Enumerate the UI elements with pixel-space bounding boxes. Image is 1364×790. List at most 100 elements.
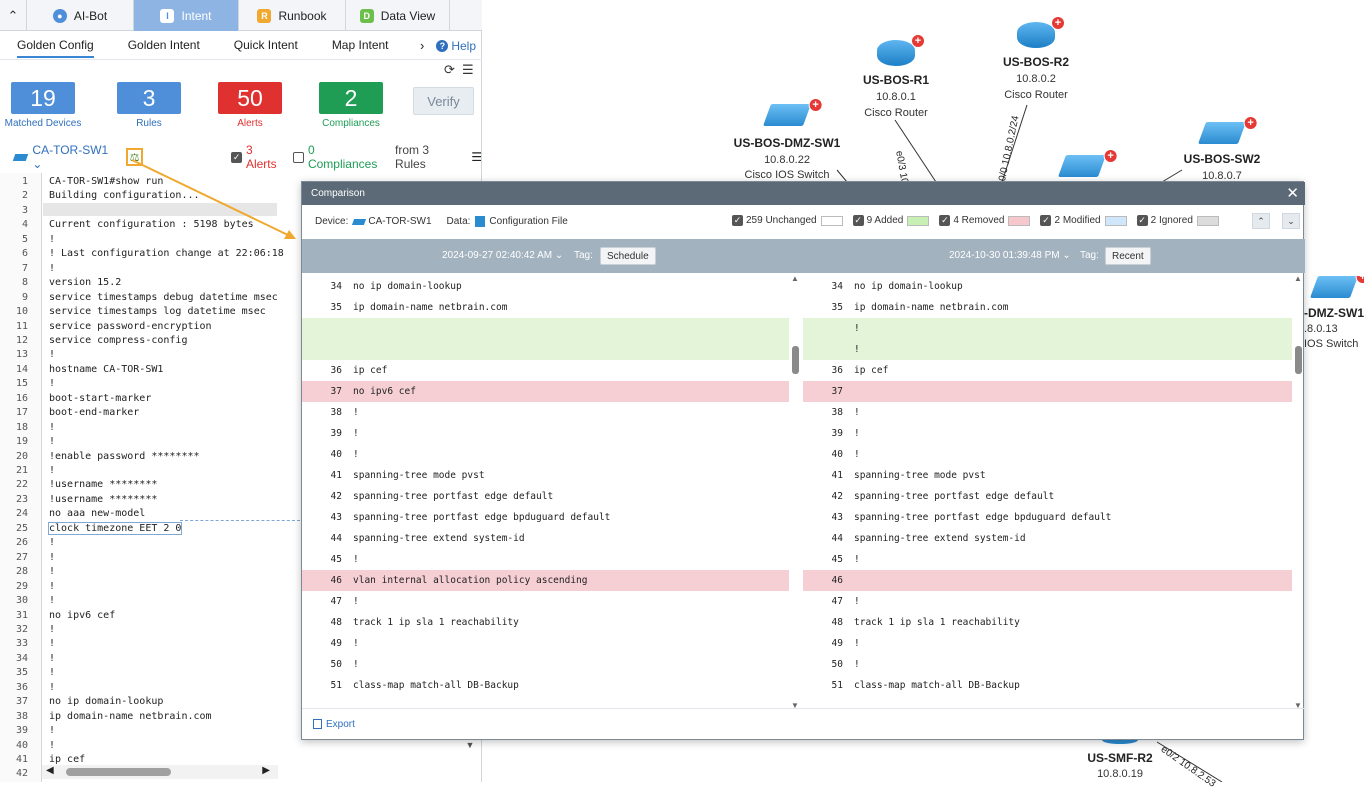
map-device[interactable]: + -DMZ-SW1 .8.0.13 IOS Switch (1304, 276, 1364, 350)
device-select[interactable]: CA-TOR-SW1 ⌄ (32, 143, 117, 171)
legend-item[interactable]: ✓9 Added (852, 215, 930, 226)
left-version-select[interactable]: 2024-09-27 02:40:42 AM ⌄ (442, 250, 563, 261)
device-label: Device: (315, 216, 349, 227)
compliances-checkbox[interactable] (293, 151, 304, 163)
export-button[interactable]: Export (313, 719, 355, 730)
legend-checkbox[interactable]: ✓ (732, 215, 743, 226)
verify-button[interactable]: Verify (413, 87, 474, 115)
legend-item[interactable]: ✓2 Modified (1040, 215, 1127, 226)
topology-map[interactable]: e0/3 10.8.0. 0/0 10.8.0.2/24 e0/2 10.8.2… (482, 0, 1364, 790)
chevron-right-icon[interactable]: › (420, 38, 425, 53)
rules-stat[interactable]: 3 (117, 82, 181, 114)
scroll-right-icon[interactable]: ▶ (262, 765, 270, 776)
map-device[interactable]: + US-BOS-DMZ-SW1 10.8.0.22 Cisco IOS Swi… (722, 98, 852, 181)
legend-checkbox[interactable]: ✓ (1136, 215, 1148, 226)
scrollbar-thumb[interactable] (66, 768, 171, 776)
scroll-up-icon[interactable]: ▲ (1294, 274, 1302, 283)
code-line: ! (49, 537, 56, 549)
line-number: 23 (15, 493, 28, 505)
vertical-scrollbar[interactable]: ▼ (465, 740, 475, 750)
code-line: ! (49, 667, 56, 679)
scroll-down-icon[interactable]: ▼ (1294, 701, 1302, 710)
right-tag-button[interactable]: Recent (1105, 247, 1151, 265)
tab-ai-bot[interactable]: ● AI-Bot (27, 0, 134, 31)
legend-checkbox[interactable]: ✓ (939, 215, 951, 226)
diff-line-number: 49 (330, 638, 342, 649)
code-line: !enable password ******** (49, 450, 200, 462)
right-pane-scrollbar[interactable]: ▲ ▼ (1294, 274, 1303, 710)
alerts-checkbox[interactable]: ✓ (231, 151, 242, 163)
menu-icon[interactable]: ☰ (462, 62, 474, 77)
export-label: Export (326, 719, 355, 730)
map-links (836, 104, 1223, 782)
tab-data-view[interactable]: D Data View (346, 0, 450, 31)
diff-row: 45! (302, 549, 789, 570)
tab-golden-config[interactable]: Golden Config (0, 31, 111, 60)
map-device[interactable]: + US-BOS-R1 10.8.0.1 Cisco Router (842, 34, 950, 119)
diff-line-text: spanning-tree extend system-id (353, 533, 525, 544)
collapse-panel-button[interactable]: ⌃ (0, 0, 27, 31)
scroll-up-icon[interactable]: ▲ (791, 274, 799, 283)
tab-intent[interactable]: I Intent (134, 0, 239, 31)
code-line: ! (49, 652, 56, 664)
tab-label: Golden Config (17, 38, 94, 52)
map-device[interactable]: + (1037, 149, 1127, 177)
previous-diff-button[interactable]: ⌃ (1252, 213, 1270, 229)
tab-label: AI-Bot (73, 8, 108, 23)
help-button[interactable]: ? Help (436, 39, 476, 53)
scrollbar-thumb[interactable] (1295, 346, 1302, 374)
matched-devices-stat[interactable]: 19 (11, 82, 75, 114)
list-icon[interactable]: ☰ (471, 150, 482, 164)
legend-item[interactable]: ✓2 Ignored (1136, 215, 1219, 226)
line-number: 9 (21, 291, 28, 303)
legend-checkbox[interactable]: ✓ (852, 215, 864, 226)
scroll-left-icon[interactable]: ◀ (46, 765, 54, 776)
alerts-stat[interactable]: 50 (218, 82, 282, 114)
scrollbar-thumb[interactable] (792, 346, 799, 374)
horizontal-scrollbar[interactable]: ◀ ▶ (42, 765, 278, 779)
map-device[interactable]: + US-BOS-R2 10.8.0.2 Cisco Router (982, 16, 1090, 101)
close-icon[interactable]: ✕ (1286, 185, 1299, 202)
code-line: hostname CA-TOR-SW1 (49, 363, 164, 375)
tab-golden-intent[interactable]: Golden Intent (111, 31, 217, 60)
diff-row: 40! (803, 444, 1292, 465)
diff-row: 38! (302, 402, 789, 423)
code-line: Building configuration... (49, 190, 200, 202)
left-tag-button[interactable]: Schedule (600, 247, 656, 265)
tab-label: Intent (181, 8, 212, 23)
device-ip: .8.0.13 (1304, 323, 1338, 335)
tab-label: Golden Intent (127, 38, 200, 52)
next-diff-button[interactable]: ⌄ (1282, 213, 1300, 229)
scroll-down-icon[interactable]: ▼ (791, 701, 799, 710)
map-device[interactable]: US-SMF-R2 10.8.0.19 (1080, 736, 1160, 780)
code-line: clock timezone EET 2 0 (47, 521, 183, 535)
diff-line-text: spanning-tree mode pvst (353, 470, 485, 481)
code-line: ! (49, 262, 56, 274)
legend-checkbox[interactable]: ✓ (1040, 215, 1052, 226)
device-name: US-BOS-R1 (862, 73, 929, 87)
legend-item[interactable]: ✓4 Removed (939, 215, 1031, 226)
legend-item[interactable]: ✓259 Unchanged (732, 215, 843, 226)
compliances-stat[interactable]: 2 (319, 82, 383, 114)
diff-line-number: 41 (831, 470, 843, 481)
refresh-icon[interactable]: ⟳ (444, 62, 455, 77)
line-number: 20 (15, 450, 28, 462)
device-type: Cisco Router (1004, 89, 1068, 101)
dialog-header: Comparison ✕ (302, 182, 1305, 205)
diff-line-number: 50 (330, 659, 342, 670)
tab-runbook[interactable]: R Runbook (239, 0, 346, 31)
line-number: 22 (15, 479, 28, 491)
compare-icon[interactable]: ⚖ (125, 148, 144, 166)
tab-quick-intent[interactable]: Quick Intent (217, 31, 315, 60)
line-number: 14 (15, 363, 28, 375)
map-device[interactable]: + US-BOS-SW2 10.8.0.7 (1172, 116, 1272, 182)
right-version-select[interactable]: 2024-10-30 01:39:48 PM ⌄ (949, 250, 1071, 261)
switch-icon: + (762, 98, 823, 126)
left-pane-scrollbar[interactable]: ▲ ▼ (791, 274, 800, 710)
tab-map-intent[interactable]: Map Intent (315, 31, 406, 60)
tab-label: Map Intent (331, 38, 389, 52)
